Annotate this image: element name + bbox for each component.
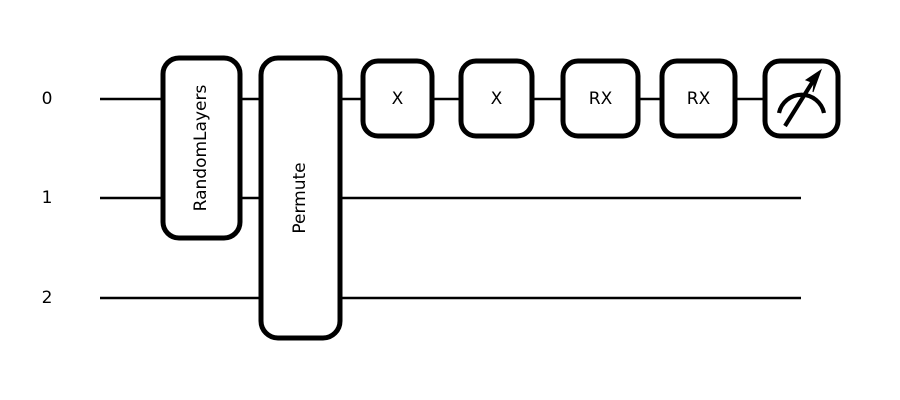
gate-box-rx-1[interactable] bbox=[560, 58, 641, 139]
gate-box-randomlayers[interactable] bbox=[160, 55, 243, 241]
meter-needle-icon bbox=[783, 76, 817, 128]
gate-label-randomlayers: RandomLayers bbox=[191, 85, 211, 212]
meter-arrowhead-icon bbox=[804, 68, 822, 93]
wire-labels: 0 1 2 bbox=[42, 89, 53, 308]
gate-randomlayers[interactable]: RandomLayers bbox=[160, 55, 243, 241]
gate-permute[interactable]: Permute bbox=[258, 55, 343, 341]
gate-label-permute: Permute bbox=[290, 162, 310, 233]
gate-label-rx-2: RX bbox=[687, 89, 711, 109]
meter-icon bbox=[776, 68, 827, 128]
gate-label-rx-1: RX bbox=[589, 89, 613, 109]
gate-rx-2[interactable]: RX bbox=[659, 58, 738, 139]
gate-label-x-2: X bbox=[491, 89, 503, 109]
meter-arc-icon bbox=[776, 92, 827, 114]
wire-label-2: 2 bbox=[42, 288, 53, 308]
gate-x-2[interactable]: X bbox=[458, 58, 535, 139]
gate-box-rx-2[interactable] bbox=[659, 58, 738, 139]
gate-box-x-1[interactable] bbox=[360, 58, 435, 139]
gate-box-permute[interactable] bbox=[258, 55, 343, 341]
gate-x-1[interactable]: X bbox=[360, 58, 435, 139]
wire-segments bbox=[100, 97, 801, 300]
gate-rx-1[interactable]: RX bbox=[560, 58, 641, 139]
gate-measure[interactable] bbox=[762, 58, 841, 139]
wire-label-1: 1 bbox=[42, 188, 53, 208]
wire-label-0: 0 bbox=[42, 89, 53, 109]
gate-box-x-2[interactable] bbox=[458, 58, 535, 139]
gate-label-x-1: X bbox=[392, 89, 404, 109]
